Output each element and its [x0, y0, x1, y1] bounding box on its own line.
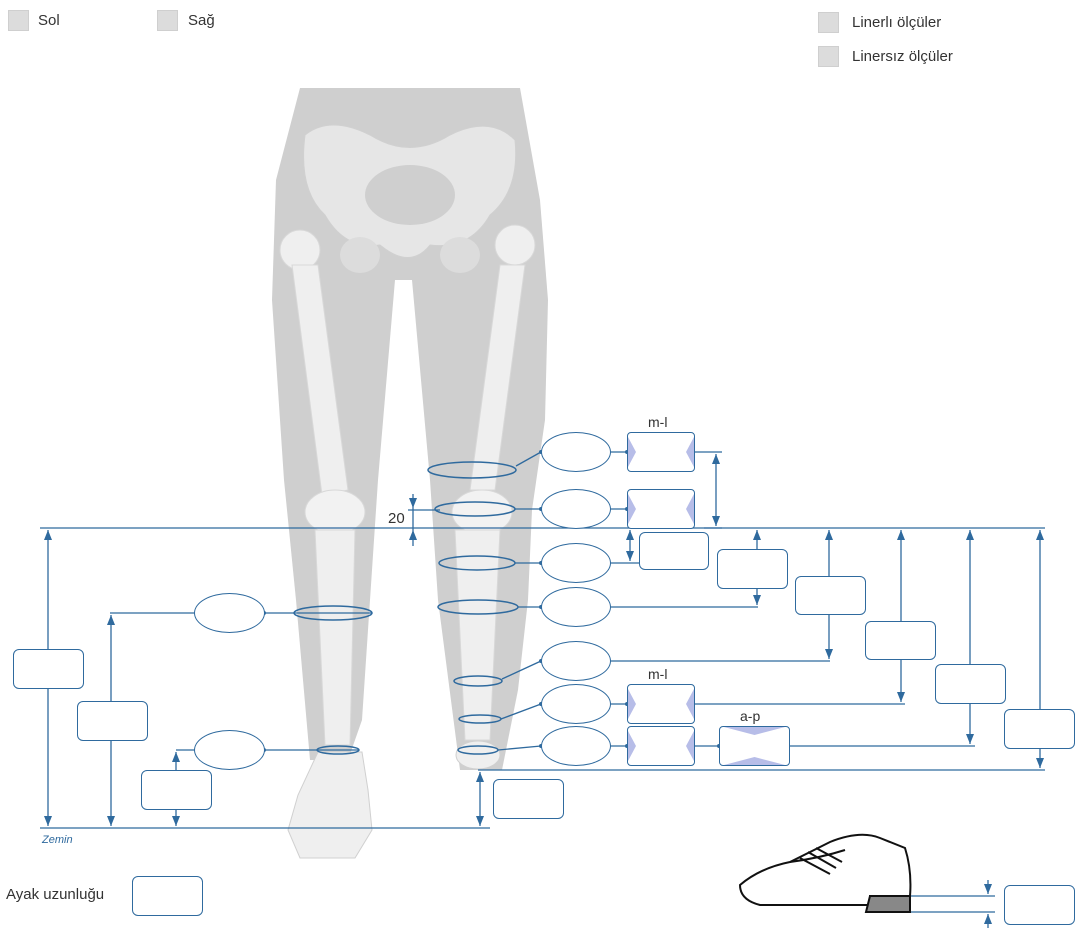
- ml-width-box-knee[interactable]: [627, 489, 695, 529]
- ml-width-box-lower[interactable]: [627, 684, 695, 724]
- length-input-4[interactable]: [935, 664, 1006, 704]
- knee-girth-oval[interactable]: [541, 489, 611, 529]
- left-total-length-input[interactable]: [13, 649, 84, 689]
- twenty-mm-label: 20: [388, 510, 405, 527]
- calf-girth-oval[interactable]: [541, 641, 611, 681]
- left-calf-height-input[interactable]: [77, 701, 148, 741]
- ground-label: Zemin: [42, 834, 73, 846]
- thigh-girth-oval-1[interactable]: [541, 432, 611, 472]
- ml-width-box-top[interactable]: [627, 432, 695, 472]
- knee-to-below-knee-input[interactable]: [639, 532, 709, 570]
- heel-height-input[interactable]: [1004, 885, 1075, 925]
- length-input-5[interactable]: [1004, 709, 1075, 749]
- foot-length-input[interactable]: [132, 876, 203, 916]
- ankle-girth-oval[interactable]: [541, 726, 611, 766]
- lower-leg-girth-oval[interactable]: [541, 684, 611, 724]
- length-input-2[interactable]: [795, 576, 866, 615]
- ap-label: a-p: [740, 708, 760, 724]
- ml-label-top: m-l: [648, 414, 667, 430]
- foot-length-label: Ayak uzunluğu: [6, 886, 104, 903]
- left-ankle-girth-oval[interactable]: [194, 730, 265, 770]
- length-input-1[interactable]: [717, 549, 788, 589]
- left-ankle-height-input[interactable]: [141, 770, 212, 810]
- ap-depth-box[interactable]: [719, 726, 790, 766]
- left-foot: [288, 752, 372, 858]
- length-input-3[interactable]: [865, 621, 936, 660]
- below-knee-girth-oval-1[interactable]: [541, 543, 611, 583]
- shoe-icon: [740, 835, 910, 912]
- ml-width-box-ankle[interactable]: [627, 726, 695, 766]
- ml-label-bottom: m-l: [648, 666, 667, 682]
- stump-to-floor-input[interactable]: [493, 779, 564, 819]
- left-calf-girth-oval[interactable]: [194, 593, 265, 633]
- below-knee-girth-oval-2[interactable]: [541, 587, 611, 627]
